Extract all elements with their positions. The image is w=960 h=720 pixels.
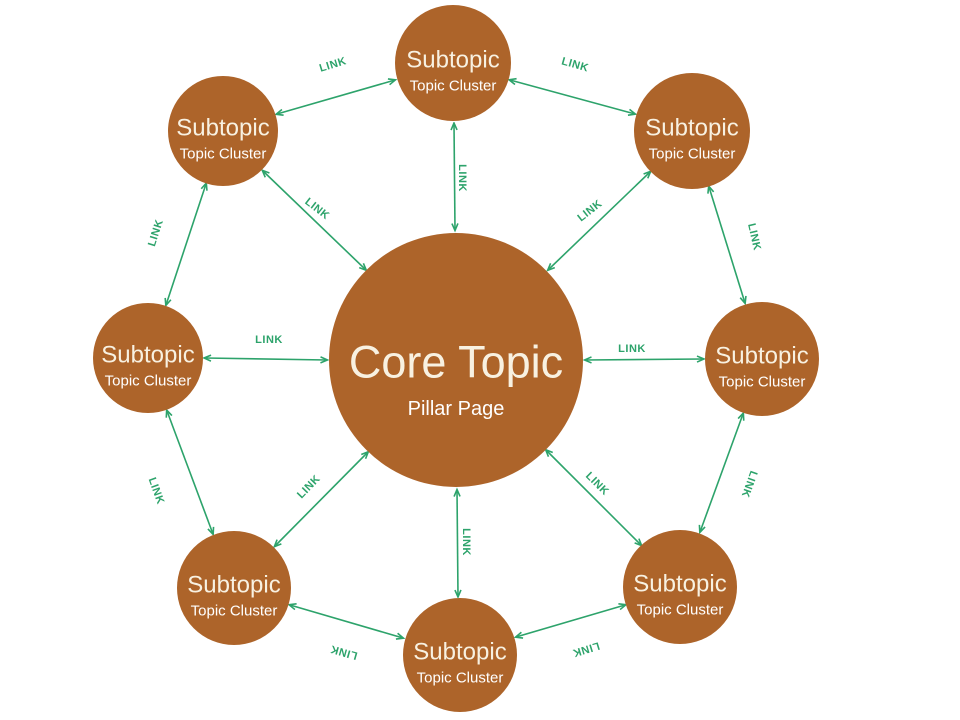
link-nw-n: LINK [277,55,395,114]
link-label: LINK [618,343,646,355]
subtopic-title: Subtopic [715,343,808,370]
link-core-sw: LINK [275,452,368,546]
link-ne-e: LINK [709,187,763,303]
link-label: LINK [295,473,323,501]
subtopic-title: Subtopic [413,639,506,666]
subtopic-circle [93,303,203,413]
link-core-se: LINK [546,450,641,545]
subtopic-circle [634,73,750,189]
link-core-nw: LINK [263,171,366,270]
subtopic-node-nw: Subtopic Topic Cluster [168,76,278,186]
subtopic-circle [168,76,278,186]
subtopic-node-s: Subtopic Topic Cluster [403,598,517,712]
link-core-s: LINK [457,490,472,596]
subtopic-subtitle: Topic Cluster [191,603,278,620]
link-label: LINK [745,222,763,252]
link-core-w: LINK [205,334,327,360]
link-label: LINK [560,55,590,74]
subtopic-node-e: Subtopic Topic Cluster [705,302,819,416]
link-n-ne: LINK [510,55,635,114]
subtopic-circle [705,302,819,416]
core-topic-node: Core Topic Pillar Page [329,233,583,487]
nodes: Core Topic Pillar Page Subtopic Topic Cl… [93,5,819,712]
link-w-sw: LINK [146,411,213,534]
subtopic-circle [623,530,737,644]
link-label: LINK [456,164,468,192]
subtopic-subtitle: Topic Cluster [637,602,724,619]
core-topic-circle [329,233,583,487]
core-topic-subtitle: Pillar Page [408,398,505,420]
link-nw-w: LINK [146,184,206,305]
link-label: LINK [739,469,760,499]
subtopic-title: Subtopic [101,342,194,369]
link-label: LINK [318,55,348,75]
subtopic-node-sw: Subtopic Topic Cluster [177,531,291,645]
subtopic-subtitle: Topic Cluster [105,373,192,390]
link-core-e: LINK [585,343,703,360]
link-label: LINK [302,196,331,222]
subtopic-subtitle: Topic Cluster [649,146,736,163]
subtopic-title: Subtopic [406,47,499,74]
subtopic-node-se: Subtopic Topic Cluster [623,530,737,644]
subtopic-subtitle: Topic Cluster [410,78,497,95]
link-label: LINK [460,528,472,556]
subtopic-circle [395,5,511,121]
subtopic-node-w: Subtopic Topic Cluster [93,303,203,413]
subtopic-node-ne: Subtopic Topic Cluster [634,73,750,189]
link-label: LINK [329,642,359,661]
link-se-s: LINK [516,605,625,659]
link-core-ne: LINK [548,172,650,270]
subtopic-subtitle: Topic Cluster [719,374,806,391]
link-core-n: LINK [454,124,468,230]
link-label: LINK [255,334,283,346]
subtopic-circle [403,598,517,712]
link-label: LINK [571,639,601,659]
subtopic-subtitle: Topic Cluster [417,670,504,687]
subtopic-title: Subtopic [187,572,280,599]
link-label: LINK [146,476,167,506]
link-sw-s: LINK [290,605,403,662]
link-label: LINK [146,218,166,248]
subtopic-circle [177,531,291,645]
link-label: LINK [583,470,611,498]
subtopic-title: Subtopic [633,571,726,598]
subtopic-title: Subtopic [645,115,738,142]
subtopic-node-n: Subtopic Topic Cluster [395,5,511,121]
core-topic-title: Core Topic [349,337,563,388]
subtopic-subtitle: Topic Cluster [180,146,267,163]
subtopic-title: Subtopic [176,115,269,142]
link-e-se: LINK [700,414,759,532]
